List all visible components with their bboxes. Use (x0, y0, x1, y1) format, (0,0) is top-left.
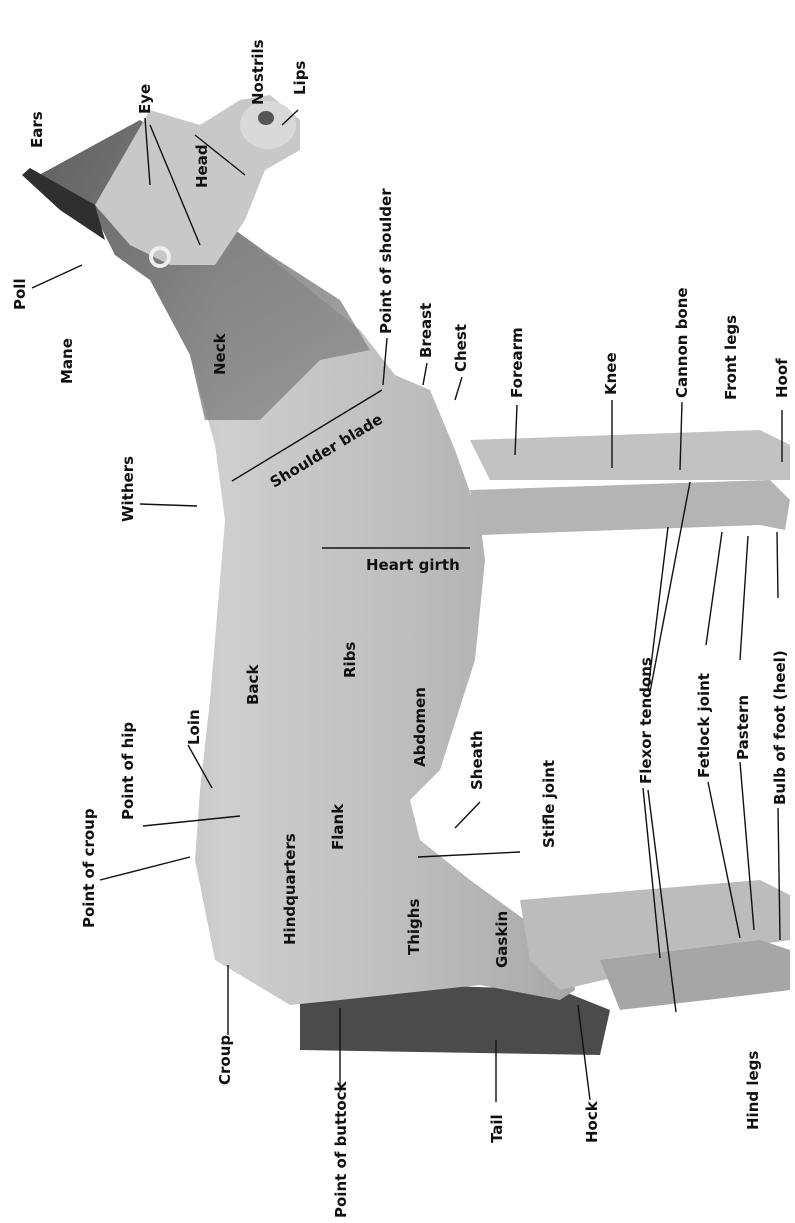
label-bulb-of-foot: Bulb of foot (heel) (771, 650, 789, 805)
label-point-of-buttock: Point of buttock (332, 1080, 350, 1218)
label-eye: Eye (136, 84, 154, 114)
label-point-of-shoulder: Point of shoulder (377, 188, 395, 334)
front-leg-far (470, 480, 790, 535)
label-withers: Withers (119, 456, 137, 522)
label-point-of-croup: Point of croup (80, 808, 98, 928)
nostril-shape (258, 111, 274, 125)
label-pastern: Pastern (734, 695, 752, 760)
label-head: Head (193, 144, 211, 188)
label-ears: Ears (28, 111, 46, 148)
label-forearm: Forearm (508, 327, 526, 398)
label-hock: Hock (583, 1100, 601, 1143)
leader-chest (455, 377, 462, 400)
label-ribs: Ribs (341, 642, 359, 678)
label-knee: Knee (602, 352, 620, 395)
label-lips: Lips (291, 61, 309, 95)
label-nostrils: Nostrils (249, 39, 267, 105)
leader-fetlock-joint-1 (706, 532, 722, 645)
label-gaskin: Gaskin (493, 911, 511, 968)
label-hoof: Hoof (773, 358, 791, 398)
label-stifle-joint: Stifle joint (540, 760, 558, 848)
label-flexor-tendons: Flexor tendons (637, 657, 655, 784)
label-hind-legs: Hind legs (744, 1051, 762, 1130)
label-fetlock-joint: Fetlock joint (695, 673, 713, 778)
label-flank: Flank (329, 803, 347, 850)
label-chest: Chest (452, 324, 470, 372)
leader-pastern-1 (740, 536, 748, 660)
leader-bulb-of-foot-1 (777, 532, 778, 598)
leader-breast (423, 363, 427, 385)
label-poll: Poll (11, 278, 29, 310)
label-heart-girth: Heart girth (366, 556, 460, 574)
label-point-of-hip: Point of hip (119, 722, 137, 820)
label-croup: Croup (216, 1035, 234, 1085)
label-tail: Tail (488, 1114, 506, 1143)
label-sheath: Sheath (468, 730, 486, 790)
label-front-legs: Front legs (722, 315, 740, 400)
label-thighs: Thighs (405, 899, 423, 955)
label-hindquarters: Hindquarters (281, 833, 299, 945)
label-back: Back (244, 664, 262, 705)
label-mane: Mane (58, 338, 76, 384)
front-leg-near (470, 430, 790, 480)
leader-withers (140, 504, 197, 506)
label-abdomen: Abdomen (411, 687, 429, 767)
label-cannon-bone: Cannon bone (673, 287, 691, 398)
label-breast: Breast (417, 303, 435, 358)
label-loin: Loin (185, 709, 203, 745)
muzzle-shape (240, 101, 296, 149)
label-neck: Neck (211, 332, 229, 375)
leader-poll (32, 265, 82, 288)
leader-sheath (455, 802, 480, 828)
body-shape (30, 120, 575, 1005)
leader-point-of-croup (100, 857, 190, 880)
